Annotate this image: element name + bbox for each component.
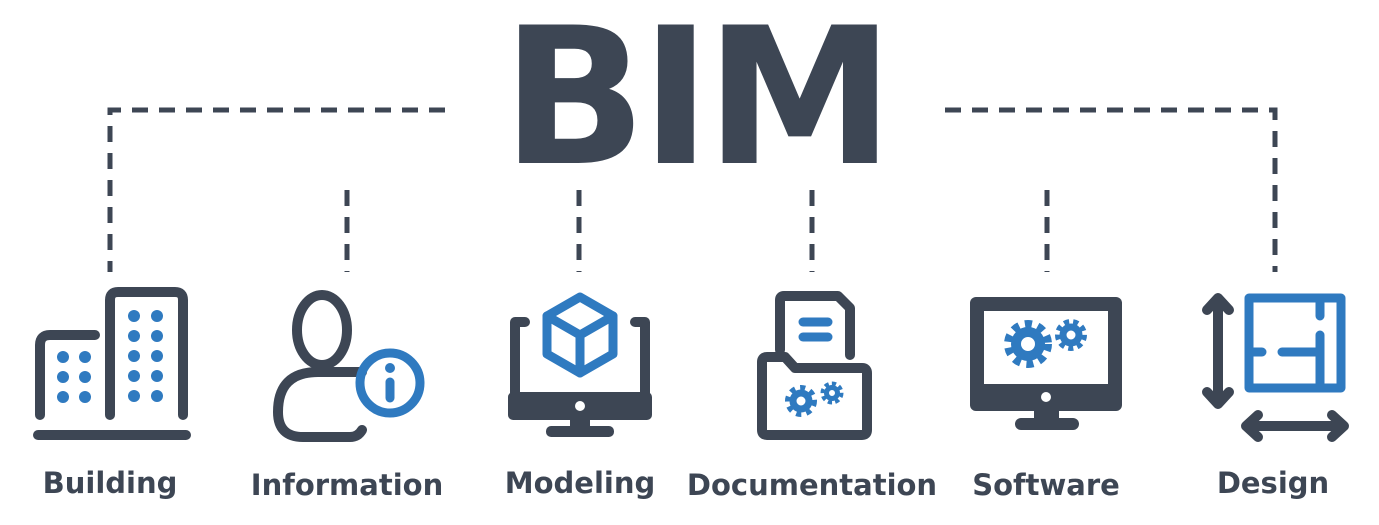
document-folder-icon — [757, 291, 872, 440]
gear-icon — [1055, 319, 1087, 351]
building-icon — [33, 287, 191, 440]
gear-icon — [1004, 320, 1052, 368]
user-info-icon — [273, 290, 425, 442]
label-software: Software — [972, 468, 1120, 502]
monitor-cube-icon — [508, 292, 652, 437]
floor-plan-icon — [1202, 293, 1349, 442]
gear-icon — [785, 385, 817, 417]
label-information: Information — [251, 468, 443, 502]
connector-left — [107, 107, 445, 272]
label-documentation: Documentation — [687, 468, 937, 502]
monitor-gears-icon — [970, 297, 1122, 430]
label-design: Design — [1217, 466, 1329, 500]
label-modeling: Modeling — [505, 466, 656, 500]
connector-lines — [107, 107, 1278, 272]
labels: Building Information Modeling Documentat… — [43, 466, 1330, 502]
bim-title: BIM — [502, 0, 889, 208]
label-building: Building — [43, 466, 178, 500]
gear-icon — [820, 381, 844, 405]
connector-right — [945, 107, 1278, 272]
